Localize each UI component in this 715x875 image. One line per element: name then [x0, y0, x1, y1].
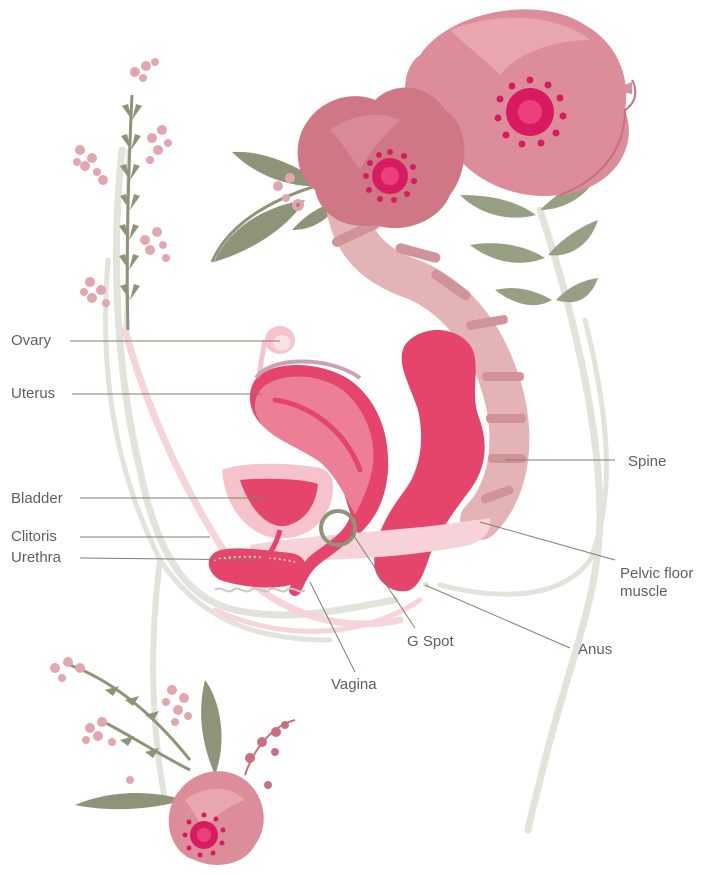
anus-label: Anus [578, 641, 612, 659]
spine-label: Spine [628, 453, 666, 471]
pelvic-floor-label-line2: muscle [620, 583, 668, 600]
vagina-label: Vagina [331, 676, 377, 694]
top-left-sprig [73, 58, 172, 330]
organs [209, 326, 491, 591]
bottom-bouquet [50, 657, 295, 865]
clitoris-label: Clitoris [11, 528, 57, 546]
ovary-label: Ovary [11, 332, 51, 350]
bladder-label: Bladder [11, 490, 63, 508]
g-spot-label: G Spot [407, 633, 454, 651]
pelvic-floor-label-line1: Pelvic floor [620, 565, 693, 582]
uterus-label: Uterus [11, 385, 55, 403]
urethra-label: Urethra [11, 549, 61, 567]
pelvic-floor-label: Pelvic floor muscle [620, 565, 715, 601]
bladder-shape [222, 464, 333, 539]
